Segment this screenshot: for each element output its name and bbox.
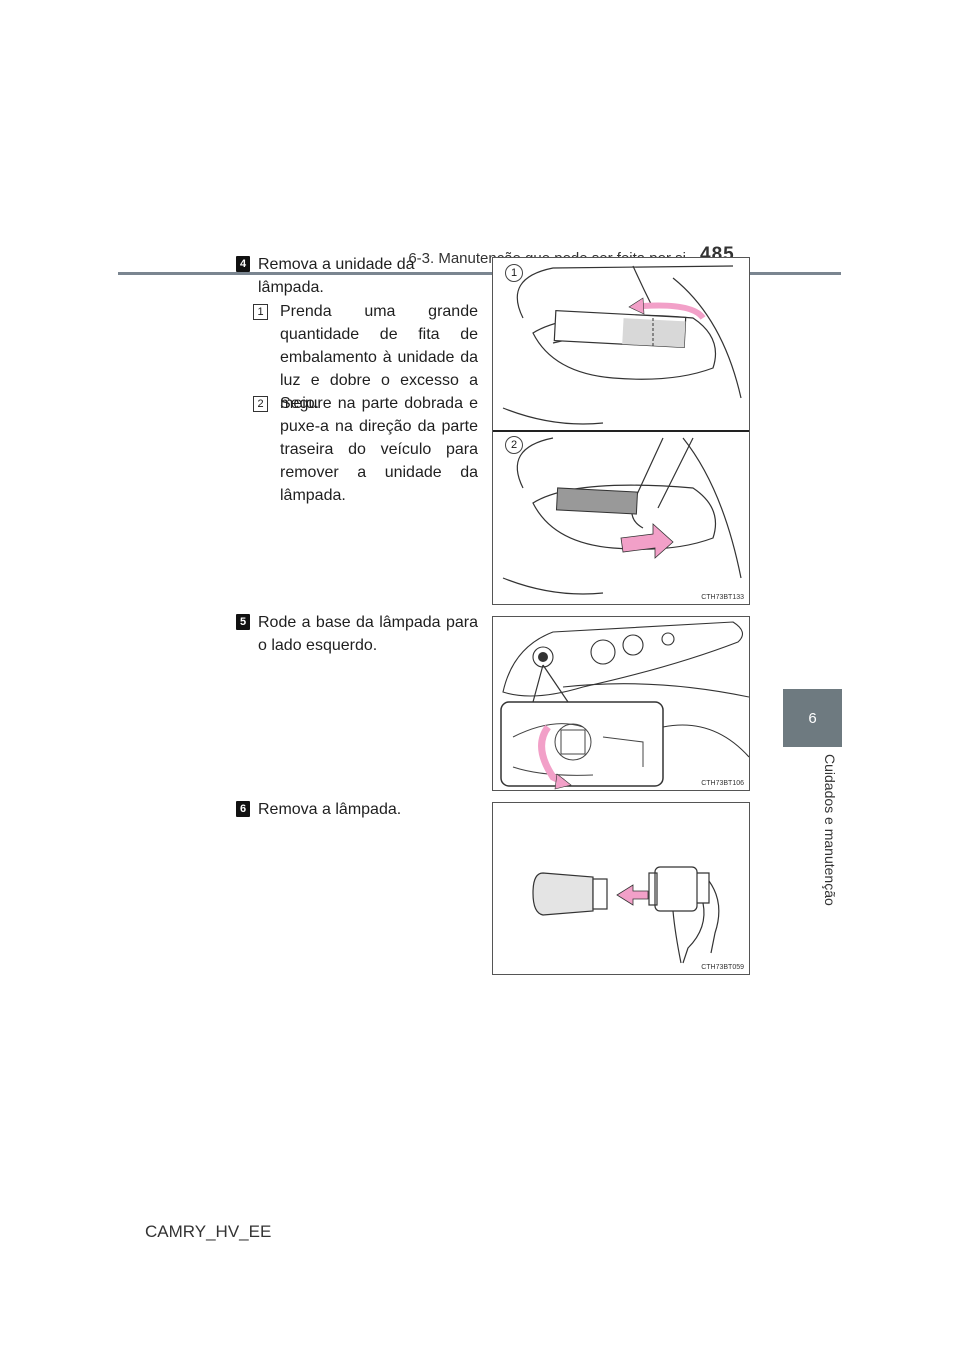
- step-5-text: Rode a base da lâmpada para o lado esque…: [258, 614, 478, 654]
- step-6-text: Remova a lâmpada.: [258, 801, 402, 818]
- header-rule: [118, 272, 841, 275]
- figure-remove-bulb: CTH73BT059: [492, 802, 750, 975]
- model-code: CAMRY_HV_EE: [145, 1222, 272, 1241]
- callout-1: 1: [505, 264, 523, 282]
- chapter-title: Cuidados e manutenção: [822, 754, 838, 906]
- figure-code: CTH73BT059: [701, 964, 744, 971]
- figure-rotate-bulb-base: CTH73BT106: [492, 616, 750, 791]
- callout-2: 2: [505, 436, 523, 454]
- lamp-unit-illustration: [493, 265, 749, 595]
- substep-number-1: 1: [253, 304, 268, 320]
- substep-1-text: Prenda uma grande quantidade de fita de …: [280, 303, 478, 412]
- figure-code: CTH73BT133: [701, 594, 744, 601]
- chapter-number: 6: [808, 709, 817, 727]
- substep-number-2: 2: [253, 396, 268, 412]
- bulb-illustration: [532, 866, 720, 964]
- step-number-6: 6: [236, 801, 250, 817]
- figure-remove-lamp-unit: 1 2 CTH73BT133: [492, 257, 750, 605]
- figure-code: CTH73BT106: [701, 780, 744, 787]
- bulb-base-illustration: [500, 621, 749, 790]
- step-4-text: Remova a unidade da lâmpada.: [258, 256, 415, 296]
- step-number-4: 4: [236, 256, 250, 272]
- chapter-tab: 6: [783, 689, 842, 747]
- step-number-5: 5: [236, 614, 250, 630]
- substep-2-text: Segure na parte dobrada e puxe-a na dire…: [280, 395, 478, 504]
